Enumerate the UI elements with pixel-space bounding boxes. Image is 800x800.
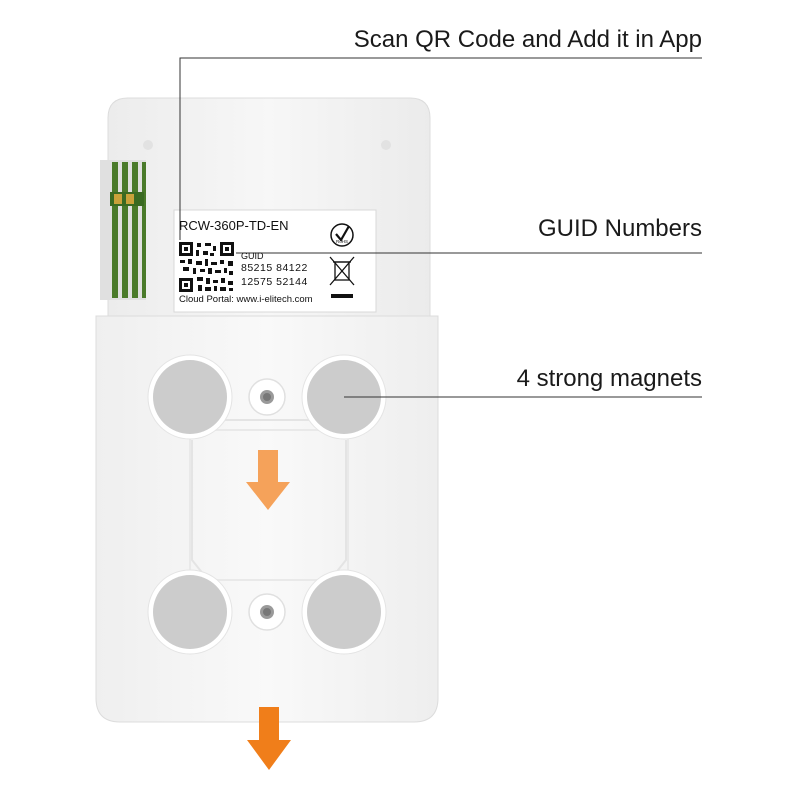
callout-magnets: 4 strong magnets	[516, 365, 702, 392]
magnet	[153, 575, 227, 649]
product-sticker: RoHS	[173, 209, 377, 313]
magnet-group	[147, 354, 387, 655]
weee-bin-icon	[329, 256, 355, 298]
callout-lines	[179, 57, 702, 398]
qr-leader-line	[179, 57, 702, 240]
down-arrow-icon	[246, 450, 290, 510]
screw-dot	[381, 140, 391, 150]
rohs-check-icon: RoHS	[330, 223, 354, 247]
magnet	[153, 360, 227, 434]
magnet	[307, 575, 381, 649]
guid-number-line1: 85215 84122	[241, 262, 308, 274]
screw-dot	[143, 140, 153, 150]
model-number: RCW-360P-TD-EN	[179, 218, 289, 233]
guid-number-line2: 12575 52144	[241, 276, 308, 288]
side-contacts	[100, 160, 146, 300]
mounting-plate	[95, 315, 439, 723]
guid-title: GUID	[241, 251, 264, 261]
callout-guid: GUID Numbers	[537, 215, 702, 242]
callout-scan-qr: Scan QR Code and Add it in App	[353, 26, 702, 53]
cloud-portal-text: Cloud Portal: www.i-elitech.com	[179, 294, 313, 305]
rohs-text: RoHS	[336, 239, 348, 244]
down-arrow-icon	[247, 707, 291, 770]
qr-code-icon	[179, 242, 234, 292]
